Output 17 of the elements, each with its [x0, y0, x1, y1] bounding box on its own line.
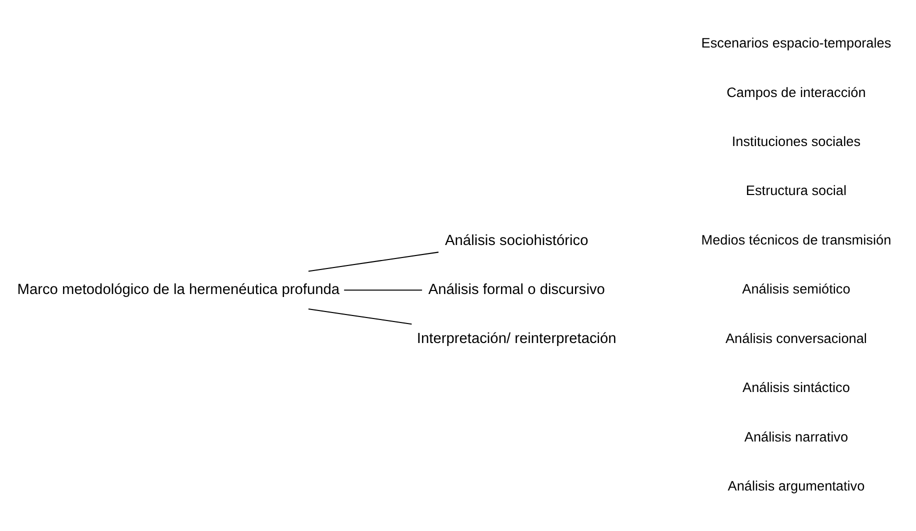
label: Análisis conversacional [725, 330, 867, 346]
label: Instituciones sociales [732, 134, 861, 150]
node-text: Análisis sociohistórico [445, 232, 588, 249]
label: Estructura social [746, 183, 847, 198]
node-text: Marco metodológico de la hermenéutica profunda [17, 282, 340, 298]
connector [308, 308, 412, 325]
label: Análisis sintáctico [742, 380, 850, 396]
connector [308, 252, 439, 272]
label: Escenarios espacio-temporales [701, 36, 892, 51]
label: Medios técnicos de transmisión [701, 232, 892, 248]
node-text: Análisis formal o discursivo [428, 282, 605, 298]
label: Análisis semiótico [742, 282, 850, 297]
label: Análisis argumentativo [728, 478, 865, 494]
label: Campos de interacción [726, 84, 866, 100]
node-text: Interpretación/ reinterpretación [416, 331, 616, 348]
label: Análisis narrativo [744, 429, 848, 444]
connector [344, 290, 422, 291]
